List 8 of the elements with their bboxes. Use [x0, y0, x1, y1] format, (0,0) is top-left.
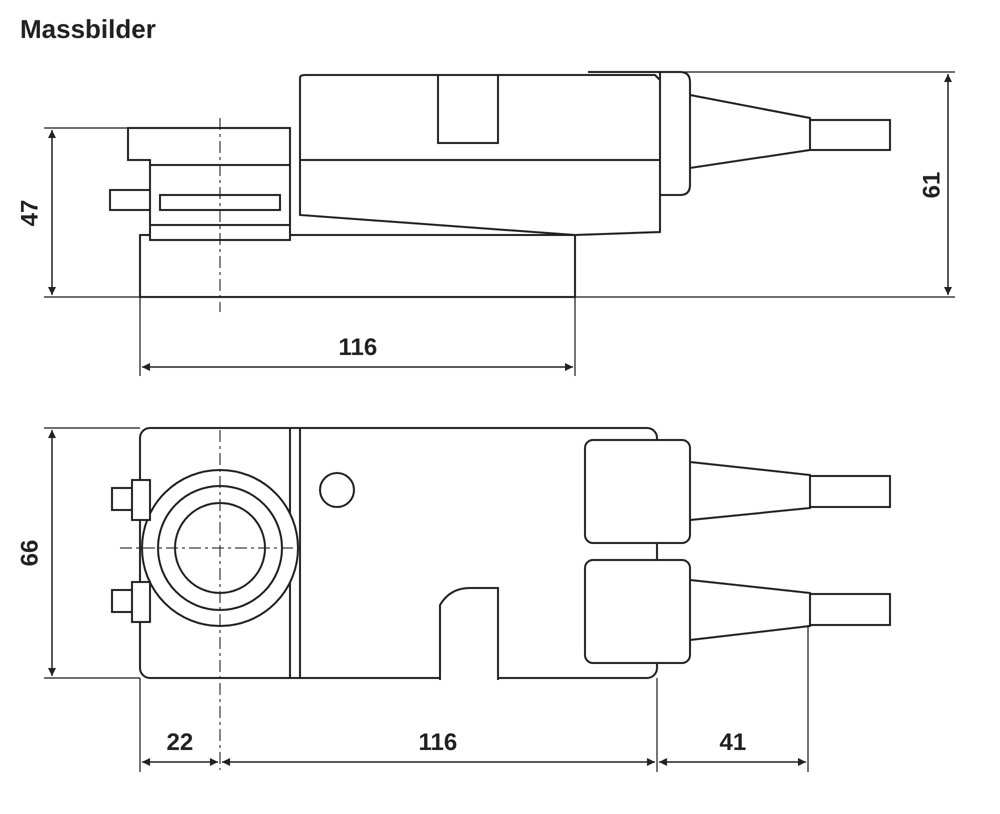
- dimension-value: 116: [418, 731, 458, 755]
- title: Massbilder: [20, 16, 156, 42]
- dimension-value: 66: [18, 540, 42, 566]
- dimension-value: 41: [720, 731, 746, 755]
- dimension-value: 61: [920, 172, 944, 198]
- dimension-value: 116: [338, 336, 378, 360]
- dimension-value: 22: [166, 731, 194, 755]
- dimension-value: 47: [18, 200, 42, 226]
